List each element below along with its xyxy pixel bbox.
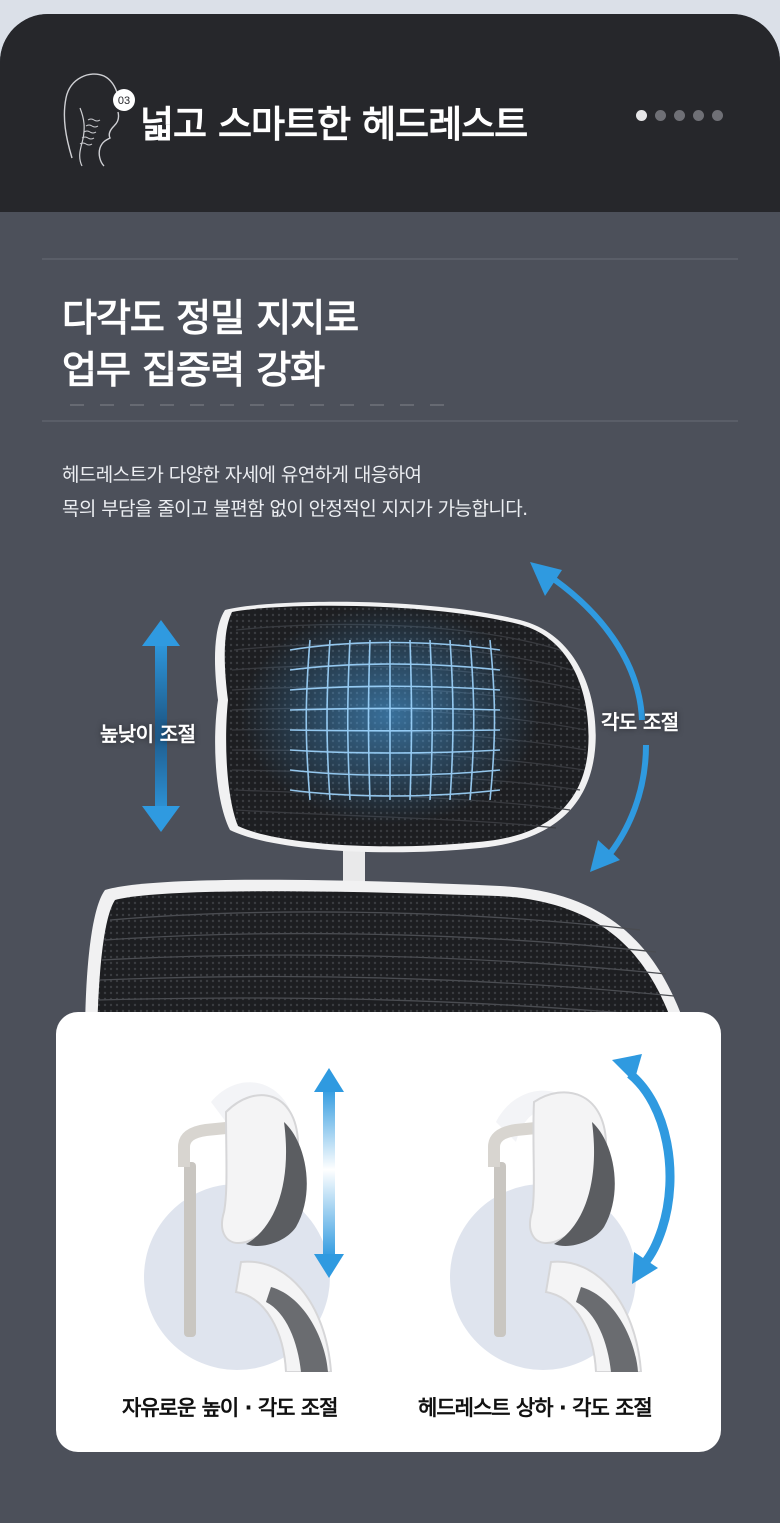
vertical-double-arrow-icon [314, 1068, 344, 1278]
headrest-side-view-1 [178, 1082, 333, 1372]
feature-caption-1: 자유로운 높이 · 각도 조절 [122, 1396, 338, 1420]
curved-double-arrow-icon [612, 1054, 675, 1284]
product-detail-page: 03 넓고 스마트한 헤드레스트 다각도 정밀 지지로 업무 집중력 강화 헤드… [0, 14, 780, 1523]
neck-profile-icon: 03 [60, 68, 140, 168]
feature-caption-2: 헤드레스트 상하 · 각도 조절 [418, 1396, 653, 1420]
description-line-1: 헤드레스트가 다양한 자세에 유연하게 대응하여 [62, 464, 422, 486]
pagination-dots [636, 110, 723, 121]
description: 헤드레스트가 다양한 자세에 유연하게 대응하여 목의 부담을 줄이고 불편함 … [62, 458, 528, 526]
divider-bottom [42, 420, 738, 422]
pagination-dot-2[interactable] [655, 110, 666, 121]
section-header: 03 넓고 스마트한 헤드레스트 [0, 14, 780, 212]
decorative-dashes [70, 404, 450, 406]
headline: 다각도 정밀 지지로 업무 집중력 강화 [62, 292, 359, 396]
pagination-dot-1[interactable] [636, 110, 647, 121]
headrest-side-view-2 [488, 1090, 643, 1372]
svg-text:03: 03 [118, 95, 130, 107]
height-adjust-arrow-icon [142, 620, 180, 832]
description-line-2: 목의 부담을 줄이고 불편함 없이 안정적인 지지가 가능합니다. [62, 498, 528, 520]
headrest-hero-illustration: 높낮이 조절 각도 조절 [0, 540, 780, 1040]
height-adjust-label: 높낮이 조절 [100, 722, 196, 746]
pagination-dot-3[interactable] [674, 110, 685, 121]
pagination-dot-5[interactable] [712, 110, 723, 121]
headline-line-2: 업무 집중력 강화 [62, 348, 325, 392]
headline-line-1: 다각도 정밀 지지로 [62, 296, 359, 340]
section-title: 넓고 스마트한 헤드레스트 [140, 103, 528, 146]
features-card: 자유로운 높이 · 각도 조절 헤드레스트 상하 · 각도 조절 [56, 1012, 721, 1452]
pagination-dot-4[interactable] [693, 110, 704, 121]
angle-adjust-arrow-icon [530, 562, 649, 872]
angle-adjust-label: 각도 조절 [601, 710, 679, 734]
divider-top [42, 258, 738, 260]
